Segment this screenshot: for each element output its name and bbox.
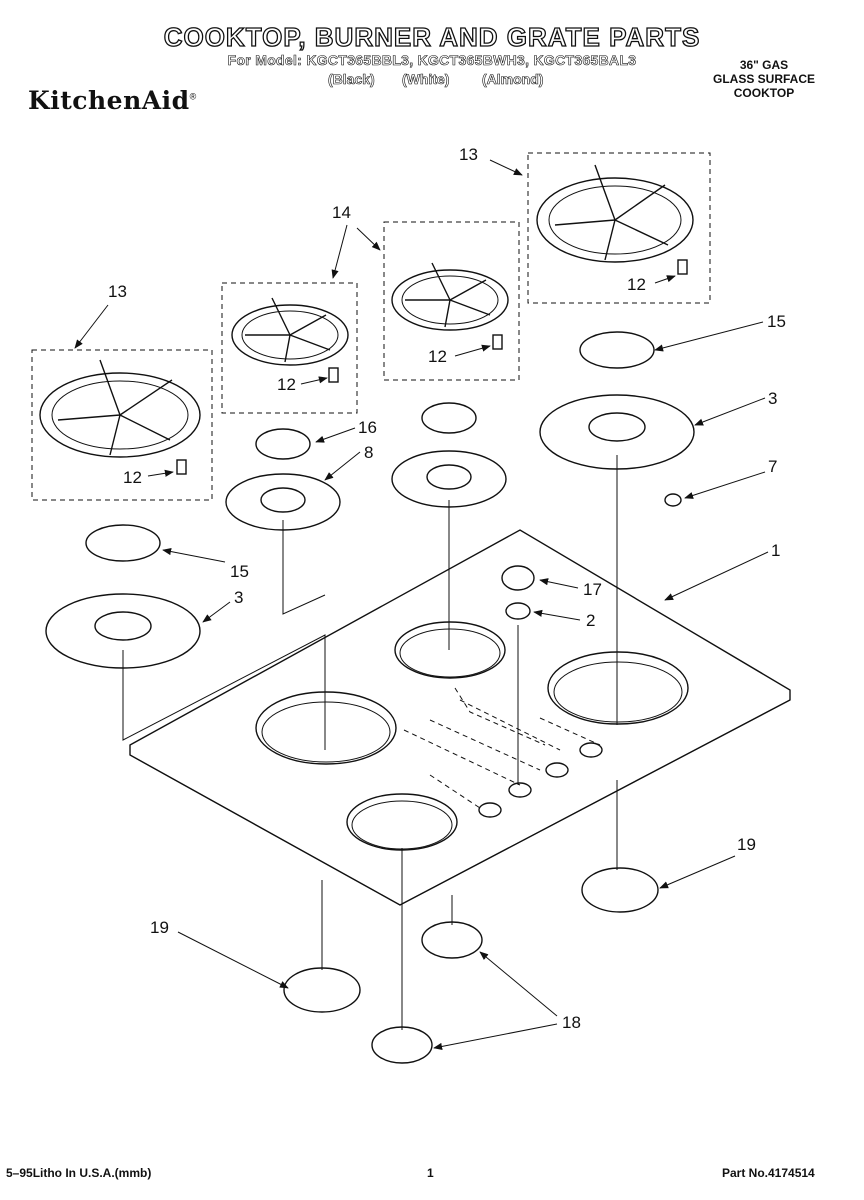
callout-2: 2 [586, 611, 595, 630]
page-title: COOKTOP, BURNER AND GRATE PARTS [163, 21, 701, 52]
color-black: (Black) [328, 71, 375, 88]
burner-caps [85, 331, 655, 562]
brand-name: KitchenAid [28, 86, 190, 115]
grate-box-right [527, 152, 711, 304]
callout-19-right: 19 [737, 835, 756, 854]
callout-labels: 13 13 14 12 12 12 12 15 15 16 8 3 3 7 1 … [108, 145, 786, 1032]
callout-15-right: 15 [767, 312, 786, 331]
brand-logo: KitchenAid® [28, 86, 197, 115]
footer-page-number: 1 [427, 1166, 434, 1180]
callout-12-right: 12 [627, 275, 646, 294]
assembly-lines [122, 455, 618, 1030]
callout-15-left: 15 [230, 562, 249, 581]
grate-box-center-left [221, 282, 358, 414]
callout-13-right: 13 [459, 145, 478, 164]
callout-12-center-right: 12 [428, 347, 447, 366]
registered-mark: ® [189, 91, 197, 102]
small-parts [501, 493, 682, 620]
callout-8: 8 [364, 443, 373, 462]
color-almond: (Almond) [482, 71, 544, 88]
burner-bases [283, 867, 659, 1064]
burner-heads [45, 394, 695, 669]
callout-arrows [74, 159, 769, 1050]
grate-small-center-right [391, 262, 509, 331]
product-line-1: 36" GAS [739, 58, 789, 72]
callout-14: 14 [332, 203, 351, 222]
callout-12-center-left: 12 [277, 375, 296, 394]
footer-part-number: Part No.4174514 [722, 1166, 815, 1180]
callout-3-right: 3 [768, 389, 777, 408]
grate-small-center-left [231, 297, 349, 366]
callout-1: 1 [771, 541, 780, 560]
callout-13-left: 13 [108, 282, 127, 301]
footer-litho: 5–95Litho In U.S.A.(mmb) [6, 1166, 152, 1180]
grate-large-right [536, 164, 694, 263]
product-line-3: COOKTOP [733, 86, 795, 100]
product-line-2: GLASS SURFACE [712, 72, 815, 86]
model-line: For Model: KGCT365BBL3, KGCT365BWH3, KGC… [227, 52, 637, 69]
grate-large-left [39, 359, 201, 458]
callout-16: 16 [358, 418, 377, 437]
grate-box-center-right [383, 221, 520, 381]
callout-19-left: 19 [150, 918, 169, 937]
cooktop-glass [129, 529, 791, 906]
grate-box-left [31, 349, 213, 501]
callout-7: 7 [768, 457, 777, 476]
product-description: 36" GAS GLASS SURFACE COOKTOP [694, 58, 834, 100]
callout-18: 18 [562, 1013, 581, 1032]
callout-12-left: 12 [123, 468, 142, 487]
color-white: (White) [402, 71, 450, 88]
callout-3-left: 3 [234, 588, 243, 607]
callout-17: 17 [583, 580, 602, 599]
grate-bumper-icons [176, 259, 688, 475]
